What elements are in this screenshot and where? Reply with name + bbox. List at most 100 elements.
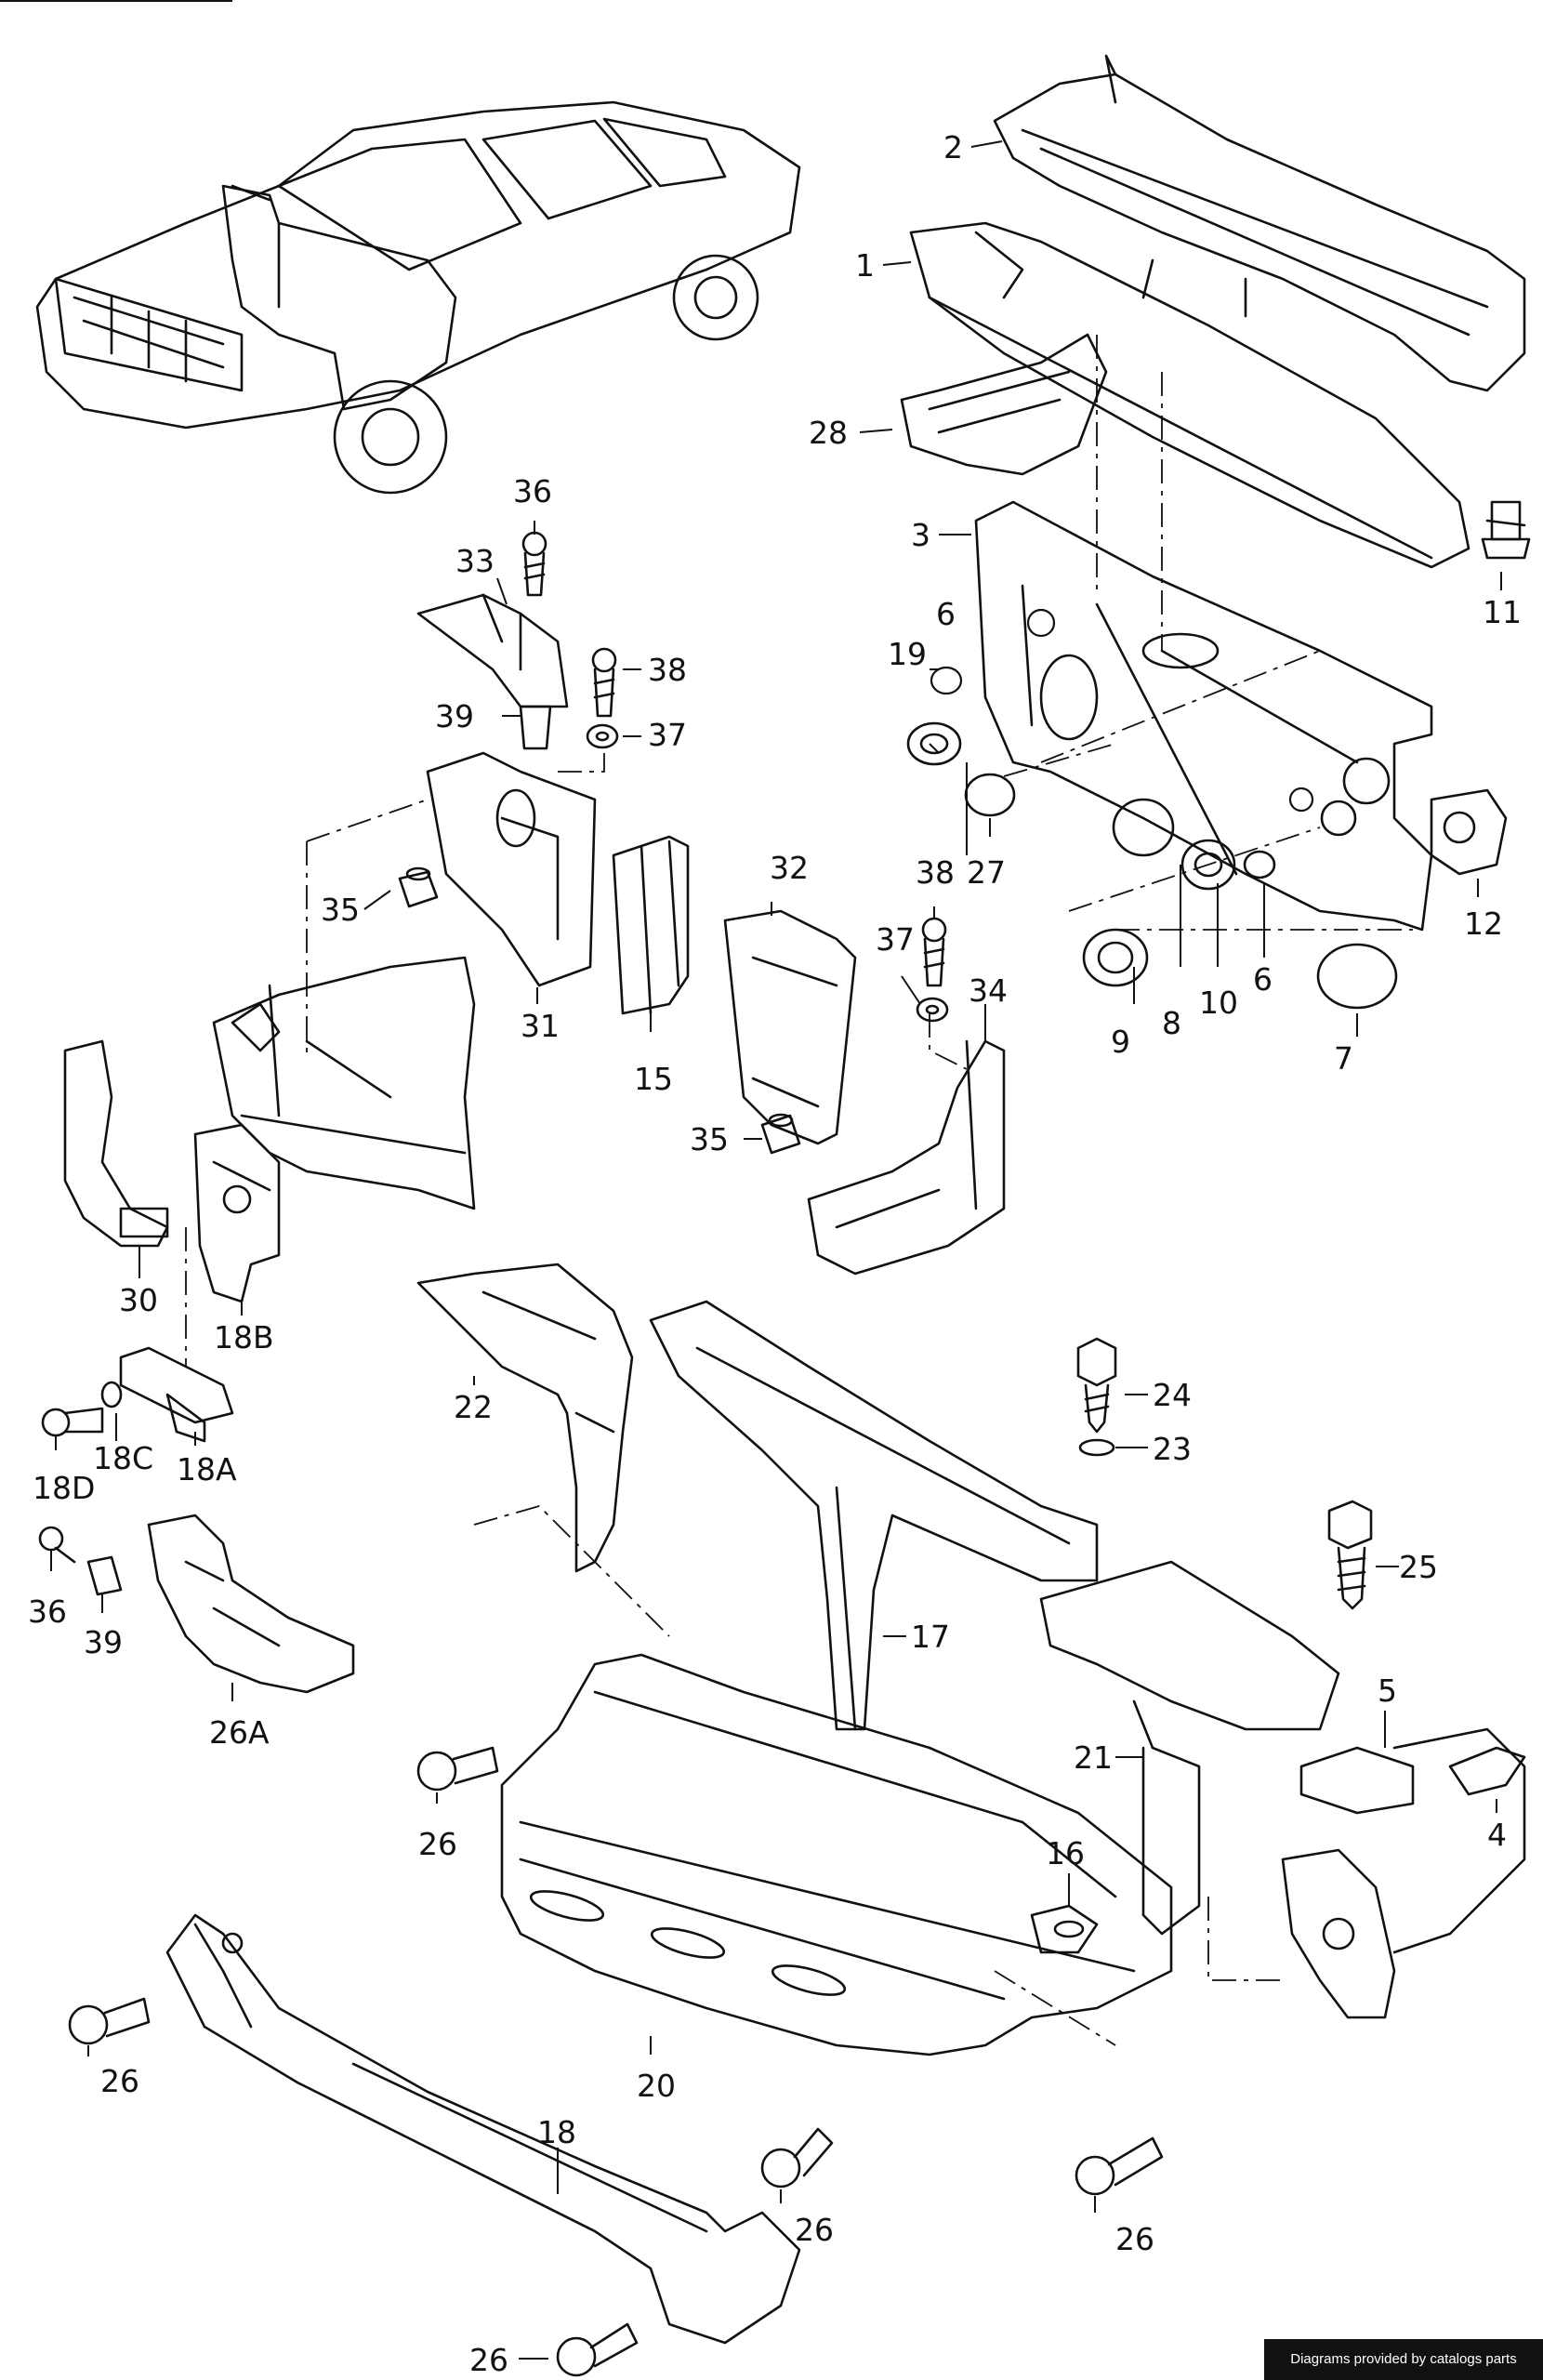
callout-25: 25 <box>1399 1549 1438 1585</box>
bulkhead-panel <box>974 500 1433 932</box>
mount-21 <box>1039 1560 1340 1936</box>
credit-banner: Diagrams provided by catalogs parts <box>1264 2339 1543 2380</box>
bracket-18a <box>119 1346 234 1443</box>
bolt-26-bottom <box>556 2322 639 2377</box>
callout-26-lower-left: 26 <box>100 2063 139 2099</box>
bracket-30 <box>63 1039 169 1248</box>
callout-12: 12 <box>1464 906 1503 942</box>
callout-37-center: 37 <box>876 921 915 958</box>
callout-20: 20 <box>637 2068 676 2104</box>
callout-26-bottom: 26 <box>469 2342 508 2378</box>
bolt-25 <box>1327 1500 1373 1610</box>
callout-8: 8 <box>1162 1005 1181 1041</box>
callout-15: 15 <box>634 1061 673 1097</box>
clip-39-left <box>86 1555 123 1596</box>
screw-38-center <box>921 917 947 987</box>
washer-18c <box>100 1381 123 1408</box>
wheel-arch-left <box>212 956 476 1210</box>
bolt-26-lower-left <box>68 1997 151 2045</box>
bumper-carrier-20 <box>500 1653 1173 2056</box>
callout-10: 10 <box>1199 985 1238 1021</box>
cross-member-18 <box>165 1913 801 2345</box>
center-member-17 <box>649 1300 1099 1731</box>
callout-36-left: 36 <box>28 1593 67 1630</box>
bracket-16 <box>1030 1904 1099 1954</box>
screw-38-top <box>591 647 617 718</box>
callout-5: 5 <box>1378 1673 1397 1709</box>
longitudinal-member-right <box>1281 1727 1526 2019</box>
bolt-26-bottom-center <box>760 2127 834 2188</box>
callout-labels: 2 1 28 3 11 36 33 38 39 37 6 19 27 12 9 … <box>28 129 1522 2378</box>
callout-37-top: 37 <box>648 717 687 753</box>
bolt-18d <box>41 1407 104 1437</box>
callout-23: 23 <box>1153 1431 1192 1467</box>
callout-39-left: 39 <box>84 1624 123 1660</box>
plenum-panel-lower <box>909 221 1470 569</box>
callout-36-top: 36 <box>513 473 552 509</box>
callout-9: 9 <box>1111 1024 1130 1060</box>
callout-16: 16 <box>1046 1835 1085 1871</box>
plenum-panel-upper <box>993 54 1526 392</box>
nut-35-center <box>760 1113 801 1155</box>
callout-6-lower: 6 <box>1253 961 1273 998</box>
callout-28: 28 <box>809 415 848 451</box>
callout-38-center: 38 <box>916 854 955 891</box>
callout-32: 32 <box>770 850 809 886</box>
duct-34 <box>807 1039 1006 1276</box>
callout-6-upper: 6 <box>936 596 956 632</box>
bolt-26-bottom-right <box>1075 2136 1164 2196</box>
callout-33: 33 <box>455 543 495 579</box>
callout-26-bottom-center: 26 <box>795 2212 834 2248</box>
callout-21: 21 <box>1074 1739 1113 1776</box>
callout-26-bottom-right: 26 <box>1115 2221 1154 2257</box>
bolt-26-mid-left <box>416 1746 499 1792</box>
shield-26a <box>147 1514 355 1694</box>
callout-26-mid-left: 26 <box>418 1826 457 1862</box>
reference-lines <box>185 335 1413 2046</box>
vehicle-overview-sketch <box>35 100 801 495</box>
nut-35-left <box>398 866 439 908</box>
callout-35-center: 35 <box>690 1121 729 1157</box>
washer-23 <box>1078 1438 1115 1457</box>
air-duct-15 <box>612 835 690 1015</box>
plate-4 <box>1448 1746 1526 1796</box>
corner-rule <box>0 0 232 2</box>
callout-3: 3 <box>911 517 930 553</box>
screw-36-left <box>38 1526 76 1564</box>
washer-37-top <box>586 723 619 749</box>
bolt-24 <box>1076 1337 1117 1434</box>
fastener-11 <box>1481 500 1531 560</box>
callout-19: 19 <box>888 636 927 672</box>
callout-35-left: 35 <box>321 892 360 928</box>
callout-11: 11 <box>1483 594 1522 630</box>
callout-38-top: 38 <box>648 652 687 688</box>
air-guide-31 <box>426 751 597 987</box>
callout-17: 17 <box>911 1619 950 1655</box>
callout-7: 7 <box>1334 1040 1353 1077</box>
callout-30: 30 <box>119 1282 158 1318</box>
bracket-33 <box>416 593 569 708</box>
leader-lines <box>50 140 1502 2360</box>
callout-22: 22 <box>454 1389 493 1425</box>
callout-18c: 18C <box>93 1440 153 1476</box>
callout-1: 1 <box>855 247 875 284</box>
callout-39-top: 39 <box>435 698 474 734</box>
bracket-5 <box>1299 1746 1415 1815</box>
callout-18b: 18B <box>214 1319 274 1355</box>
callout-18d: 18D <box>33 1470 95 1506</box>
callout-4: 4 <box>1487 1817 1507 1853</box>
grommets <box>906 666 1508 1010</box>
callout-31: 31 <box>521 1008 560 1044</box>
callout-2: 2 <box>943 129 963 165</box>
callout-18: 18 <box>537 2114 576 2150</box>
bracket-32 <box>723 909 857 1145</box>
clip-39-top <box>519 705 552 750</box>
screw-36-top <box>521 531 547 597</box>
mount-18b <box>193 1123 281 1303</box>
callout-18a: 18A <box>177 1451 237 1488</box>
heater-tray-28 <box>900 333 1108 476</box>
callout-26a: 26A <box>209 1714 270 1751</box>
callout-24: 24 <box>1153 1377 1192 1413</box>
callout-34: 34 <box>969 972 1008 1009</box>
